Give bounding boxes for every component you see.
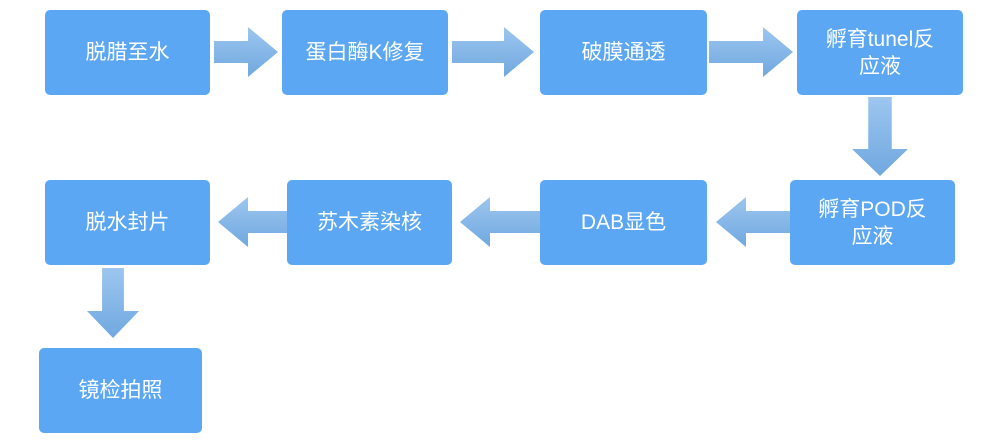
node-tunel-incubation: 孵育tunel反 应液 [797, 10, 963, 95]
node-microscopy-photo: 镜检拍照 [39, 348, 202, 433]
arrow-pod-to-dab [716, 197, 790, 247]
arrow-dewax-to-proteinase [214, 27, 278, 77]
arrow-permeabilization-to-tunel [709, 27, 793, 77]
arrow-hematoxylin-to-dehydrate [218, 197, 287, 247]
arrow-proteinase-to-permeabilization [452, 27, 534, 77]
arrow-dab-to-hematoxylin [460, 197, 540, 247]
arrow-tunel-to-pod [852, 97, 908, 176]
node-dab-staining: DAB显色 [540, 180, 707, 265]
node-dewax-to-water: 脱腊至水 [45, 10, 210, 95]
node-proteinase-k-repair: 蛋白酶K修复 [282, 10, 448, 95]
node-dehydrate-mount: 脱水封片 [45, 180, 210, 265]
arrow-dehydrate-to-microscopy [87, 268, 139, 338]
node-pod-incubation: 孵育POD反 应液 [790, 180, 955, 265]
node-membrane-permeabilization: 破膜通透 [540, 10, 707, 95]
node-hematoxylin-staining: 苏木素染核 [287, 180, 452, 265]
